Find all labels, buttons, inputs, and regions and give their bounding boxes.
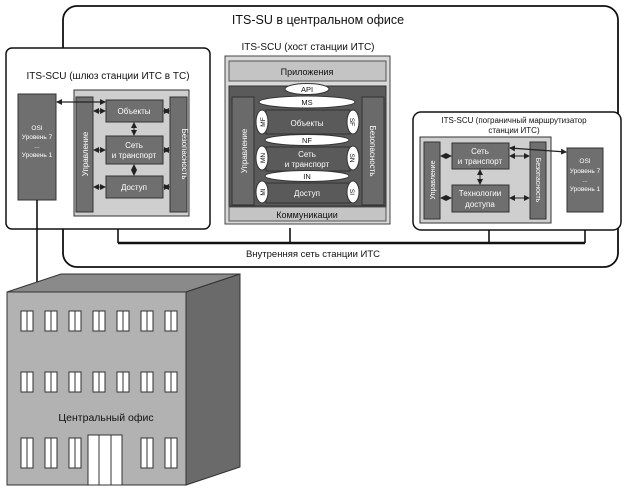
border-osi-stack (566, 147, 604, 213)
host-si-label: SI (348, 189, 355, 195)
host-management-bar (231, 96, 255, 206)
host-mi-interface (255, 180, 269, 204)
border-network-label-2: и транспорт (458, 157, 503, 166)
host-ms-interface (258, 95, 356, 109)
border-network-label-1: Сеть (471, 147, 489, 156)
host-in-interface (264, 170, 350, 182)
host-mn-label: MN (260, 153, 267, 163)
gateway-osi-top-layer: Уровень 7 (22, 134, 53, 141)
border-management-label: Управление (430, 160, 437, 199)
host-scu-title: ITS-SCU (хост станции ИТС) (242, 42, 375, 53)
host-sn-interface (346, 145, 360, 171)
host-facilities-layer (265, 109, 351, 135)
host-access-label: Доступ (294, 189, 320, 198)
central-office-label: Центральный офис (58, 412, 153, 424)
border-security-bar (529, 141, 547, 220)
host-si-interface (346, 180, 360, 204)
gateway-network-layer (105, 135, 164, 165)
border-network-layer (451, 142, 510, 170)
internal-lan-label: Внутренняя сеть станции ИТС (246, 249, 380, 260)
gateway-network-label-2: и транспорт (112, 151, 157, 160)
central-office-su-title: ITS-SU в центральном офисе (232, 13, 404, 27)
gateway-scu-title: ITS-SCU (шлюз станции ИТС в ТС) (26, 71, 189, 82)
host-applications-layer (228, 60, 387, 82)
border-osi-bottom-layer: Уровень 1 (570, 186, 601, 193)
host-sf-label: SF (348, 118, 355, 126)
host-ms-label: MS (301, 98, 312, 107)
border-access-tech-label-2: доступа (465, 200, 495, 209)
host-sf-interface (346, 109, 360, 135)
host-management-label: Управление (240, 128, 249, 173)
host-sn-label: SN (348, 153, 355, 162)
gateway-management-bar (75, 96, 94, 213)
host-communications-label: Коммуникации (276, 210, 338, 220)
gateway-access-label: Доступ (121, 183, 147, 192)
host-security-bar (361, 96, 385, 206)
host-nf-label: NF (302, 136, 312, 145)
host-api-interface (284, 83, 330, 95)
border-management-bar (423, 141, 441, 220)
host-mf-label: MF (260, 117, 267, 126)
gateway-osi-dots: ... (34, 143, 40, 150)
gateway-facilities-label: Объекты (118, 107, 151, 116)
host-mi-label: MI (260, 188, 267, 195)
gateway-security-label: Безопасность (180, 128, 189, 179)
border-osi-dots: ... (582, 177, 588, 184)
host-network-layer (265, 146, 351, 172)
host-security-label: Безопасность (368, 125, 377, 176)
building-side (185, 273, 241, 486)
host-in-label: IN (303, 172, 311, 181)
host-applications-label: Приложения (281, 67, 334, 77)
gateway-network-label-1: Сеть (125, 141, 143, 150)
border-scu-title-1: ITS-SCU (пограничный маршрутизатор (441, 116, 587, 125)
host-network-label-1: Сеть (298, 150, 316, 159)
border-security-label: Безопасность (534, 158, 541, 203)
gateway-security-bar (169, 96, 188, 213)
border-osi-top-layer: Уровень 7 (570, 168, 601, 175)
building-windows (20, 310, 178, 469)
gateway-osi-label: OSI (31, 125, 42, 132)
host-network-label-2: и транспорт (285, 160, 330, 169)
host-mf-interface (255, 109, 269, 135)
central-office-building: Центральный офис (6, 273, 241, 486)
host-mn-interface (255, 145, 269, 171)
border-arrow-net-osi (509, 145, 567, 155)
host-facilities-label: Объекты (291, 119, 324, 128)
gateway-osi-bottom-layer: Уровень 1 (22, 152, 53, 159)
host-communications-layer (228, 206, 387, 222)
building-door (87, 434, 123, 486)
host-nf-interface (264, 134, 350, 146)
host-api-label: API (301, 85, 313, 94)
gateway-osi-stack (17, 93, 57, 201)
border-osi-label: OSI (579, 158, 590, 165)
gateway-management-label: Управление (81, 131, 90, 176)
border-access-tech-label-1: Технологии (459, 189, 501, 198)
border-scu-title-2: станции ИТС) (488, 126, 540, 135)
